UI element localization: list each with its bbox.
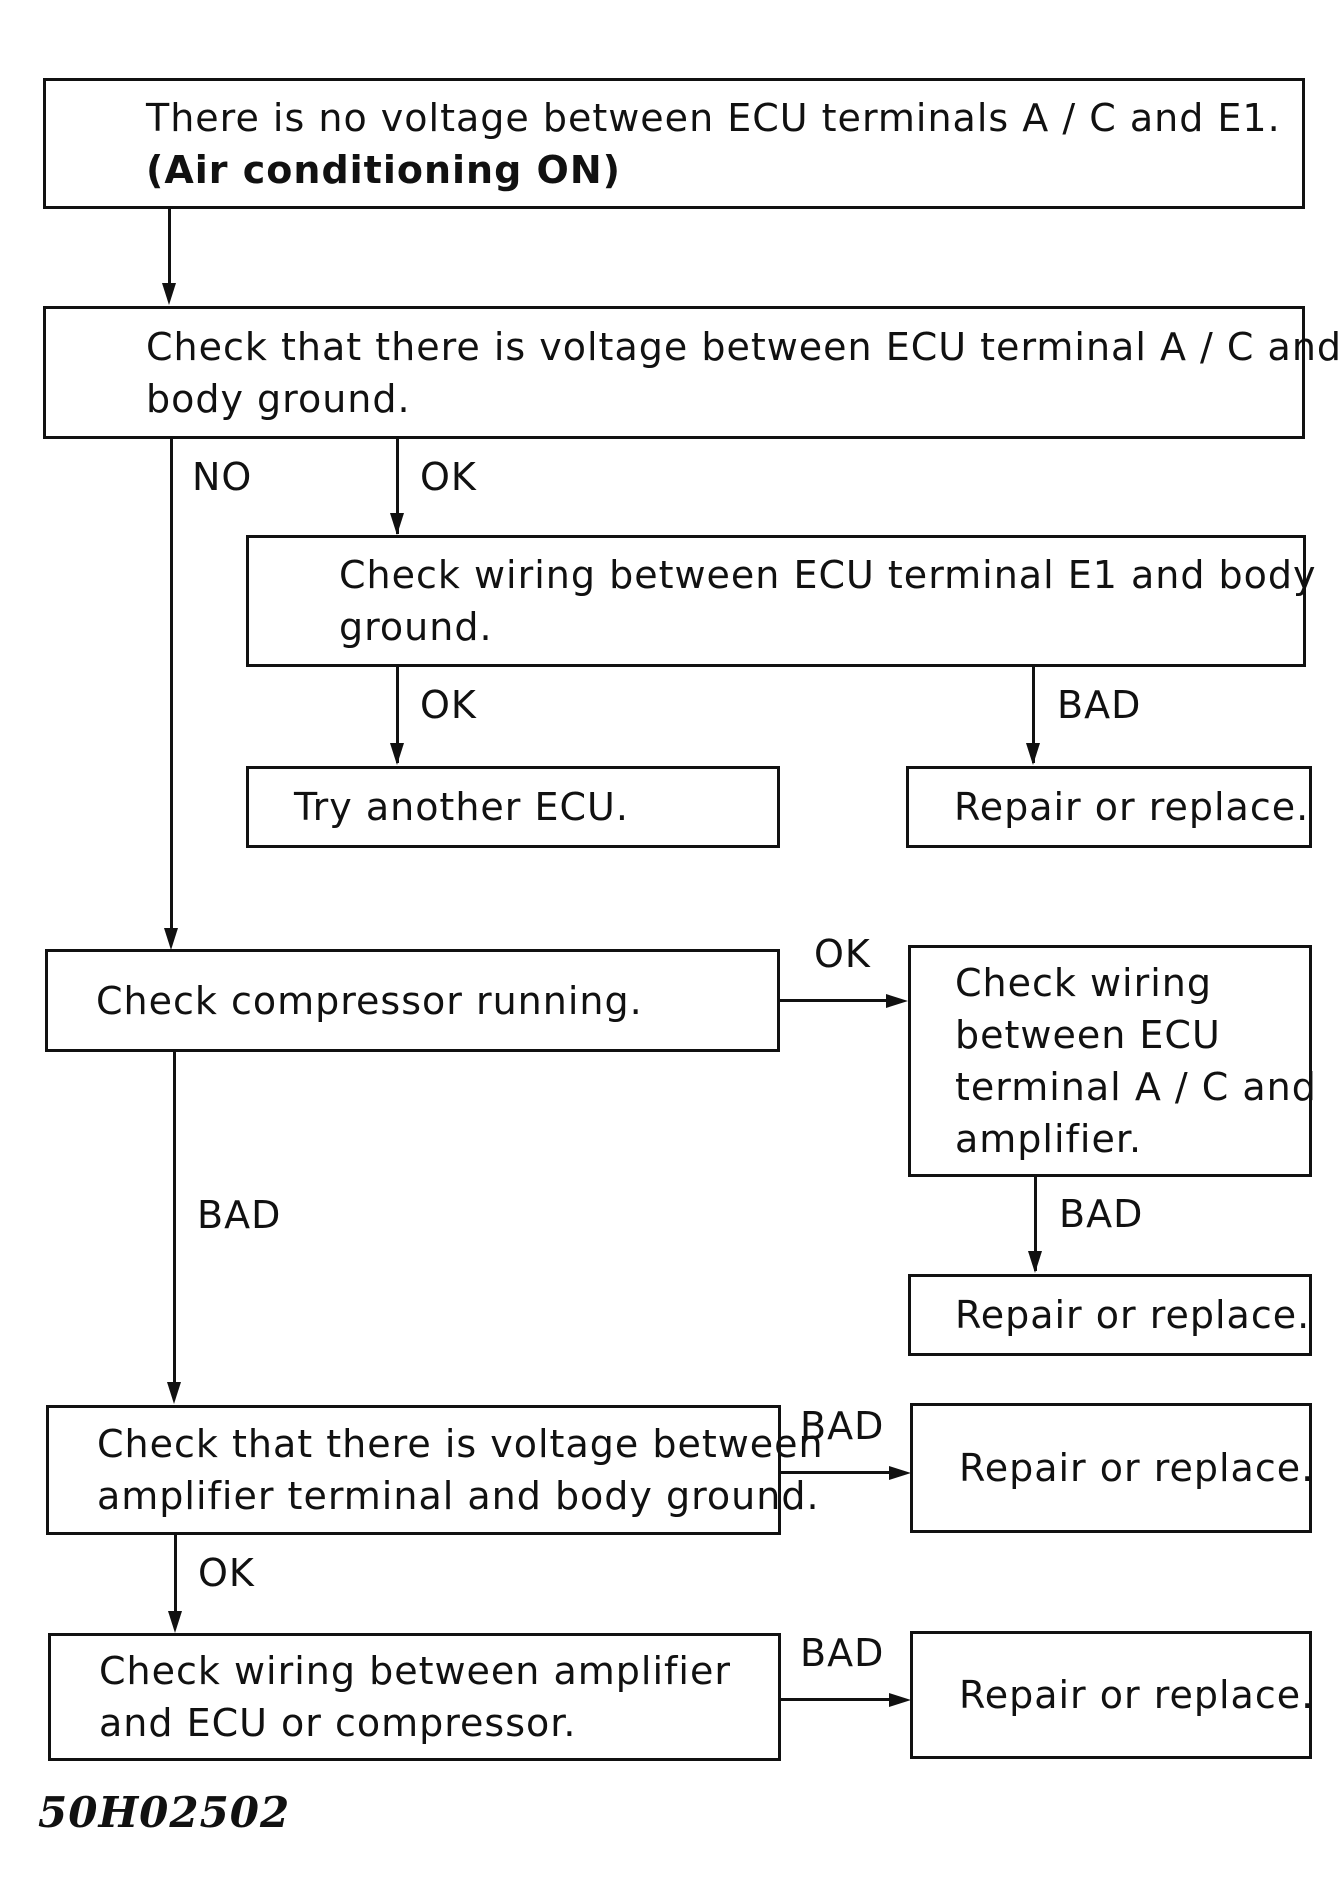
arrow-to-repair-3 (889, 1466, 911, 1480)
arrow-to-amp-voltage (167, 1382, 181, 1404)
check-ac-amp-wiring-box: Check wiring between ECU terminal A / C … (908, 945, 1317, 1177)
check-ac-amp-wiring-text-4: amplifier. (955, 1117, 1143, 1161)
repair-text-3: Repair or replace. (959, 1446, 1315, 1490)
connector-bad-to-amp-voltage (173, 1052, 176, 1395)
check-ac-voltage-box: Check that there is voltage between ECU … (43, 306, 1342, 439)
check-e1-wiring-box: Check wiring between ECU terminal E1 and… (246, 535, 1317, 667)
connector-ok-to-amp-wiring (174, 1535, 177, 1625)
connector-no-branch (170, 439, 173, 932)
arrow-to-ac-check (162, 283, 176, 305)
try-another-ecu-text: Try another ECU. (294, 785, 629, 829)
check-ac-voltage-text-1: Check that there is voltage between ECU … (146, 324, 1342, 369)
repair-box-4: Repair or replace. (910, 1631, 1315, 1759)
label-ok-3: OK (814, 932, 871, 976)
check-ac-voltage-text-2: body ground. (146, 376, 411, 421)
check-amp-wiring-text-2: and ECU or compressor. (99, 1701, 577, 1745)
check-ac-amp-wiring-text-3: terminal A / C and (955, 1065, 1317, 1109)
repair-text-4: Repair or replace. (959, 1673, 1315, 1717)
label-ok-1: OK (420, 455, 477, 499)
try-another-ecu-box: Try another ECU. (246, 766, 780, 848)
connector-bad-to-repair-3 (781, 1471, 891, 1474)
label-bad-2: BAD (1059, 1192, 1144, 1236)
repair-text-2: Repair or replace. (955, 1293, 1311, 1337)
connector-bad-to-repair-4 (781, 1698, 891, 1701)
connector-ok-to-ac-amp-wiring (780, 999, 888, 1002)
connector-bad-to-repair-1 (1032, 667, 1035, 763)
arrow-to-repair-4 (889, 1693, 911, 1707)
label-ok-4: OK (198, 1551, 255, 1595)
check-compressor-text: Check compressor running. (96, 978, 643, 1023)
start-text: There is no voltage between ECU terminal… (146, 95, 1281, 140)
label-no: NO (192, 455, 253, 499)
label-bad-5: BAD (800, 1631, 885, 1675)
check-e1-wiring-text-2: ground. (339, 605, 493, 649)
label-bad-3: BAD (197, 1193, 282, 1237)
arrow-to-compressor-check (164, 928, 178, 950)
check-amp-voltage-box: Check that there is voltage between ampl… (46, 1405, 824, 1535)
arrow-to-try-ecu (390, 743, 404, 765)
connector-bad-to-repair-2 (1034, 1177, 1037, 1271)
arrow-to-amp-wiring (168, 1611, 182, 1633)
repair-box-1: Repair or replace. (906, 766, 1312, 848)
arrow-to-ac-amp-wiring (886, 994, 908, 1008)
start-box: There is no voltage between ECU terminal… (43, 78, 1305, 209)
label-bad-4: BAD (800, 1404, 885, 1448)
check-compressor-box: Check compressor running. (45, 949, 780, 1052)
check-amp-wiring-box: Check wiring between amplifier and ECU o… (48, 1633, 781, 1761)
check-amp-voltage-text-1: Check that there is voltage between (97, 1422, 824, 1466)
label-bad-1: BAD (1057, 683, 1142, 727)
connector-start-to-ac-check (168, 209, 171, 285)
repair-text-1: Repair or replace. (954, 785, 1310, 829)
repair-box-3: Repair or replace. (910, 1403, 1315, 1533)
check-ac-amp-wiring-text-1: Check wiring (955, 961, 1212, 1005)
arrow-to-repair-1 (1026, 743, 1040, 765)
check-ac-amp-wiring-text-2: between ECU (955, 1013, 1221, 1057)
check-e1-wiring-text-1: Check wiring between ECU terminal E1 and… (339, 553, 1317, 597)
label-ok-2: OK (420, 683, 477, 727)
arrow-to-e1-check (390, 513, 404, 535)
repair-box-2: Repair or replace. (908, 1274, 1312, 1356)
check-amp-wiring-text-1: Check wiring between amplifier (99, 1649, 731, 1693)
start-condition-text: (Air conditioning ON) (146, 147, 622, 192)
arrow-to-repair-2 (1028, 1251, 1042, 1273)
check-amp-voltage-text-2: amplifier terminal and body ground. (97, 1474, 820, 1518)
connector-ok-to-try-ecu (396, 667, 399, 763)
figure-code: 50H02502 (38, 1788, 291, 1837)
connector-ok-to-e1-check (396, 439, 399, 534)
